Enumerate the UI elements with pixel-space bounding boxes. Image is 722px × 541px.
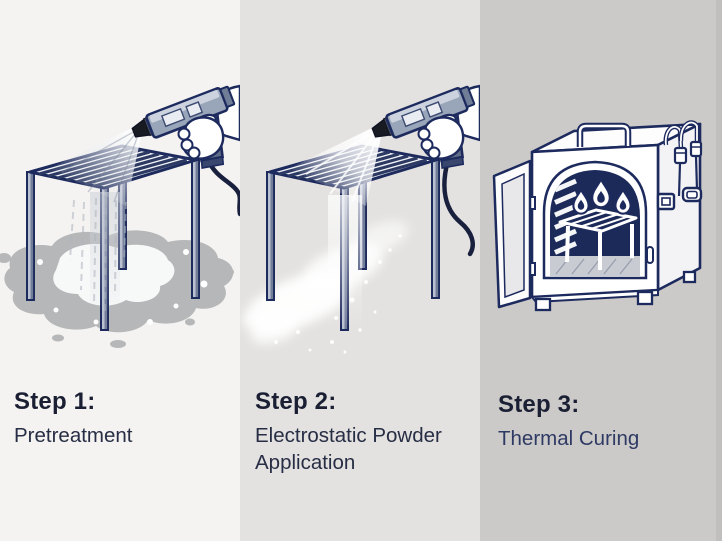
- step-2-panel: Step 2: Electrostatic Powder Application: [240, 0, 480, 541]
- oven-door-icon: [492, 159, 536, 309]
- power-cable: [205, 157, 240, 217]
- curing-oven-icon: [492, 120, 703, 312]
- powder-application-illustration: [243, 83, 480, 354]
- step-1-label: Step 1:: [14, 388, 96, 415]
- water-drips: [69, 192, 127, 313]
- step-2-title: Electrostatic Powder Application: [255, 424, 442, 474]
- step-1-caption: Step 1: Pretreatment: [14, 388, 234, 450]
- powder-spray-cone: [290, 126, 381, 206]
- thermal-curing-illustration: [492, 120, 703, 312]
- oven-handle-icon: [576, 122, 632, 147]
- step-2-caption: Step 2: Electrostatic Powder Application: [255, 388, 474, 476]
- oven-table-icon: [558, 208, 638, 270]
- right-edge-shading: [716, 0, 722, 541]
- step-3-caption: Step 3: Thermal Curing: [498, 391, 716, 453]
- step-2-label: Step 2:: [255, 388, 337, 415]
- powder-specks: [274, 234, 402, 354]
- step-1-title: Pretreatment: [14, 424, 133, 447]
- oven-feet: [530, 270, 697, 312]
- step-3-label: Step 3:: [498, 391, 580, 418]
- door-latch-slot: [646, 246, 654, 264]
- spray-mist-cone: [50, 126, 141, 206]
- power-cable: [442, 157, 475, 257]
- step-3-panel: Step 3: Thermal Curing: [480, 0, 722, 541]
- step-1-panel: Step 1: Pretreatment: [0, 0, 240, 541]
- oven-cables-icon: [656, 120, 703, 211]
- pretreatment-illustration: [0, 83, 240, 348]
- step-3-title: Thermal Curing: [498, 427, 640, 450]
- powder-fall: [328, 195, 362, 325]
- powder-cloud-icon: [243, 220, 409, 344]
